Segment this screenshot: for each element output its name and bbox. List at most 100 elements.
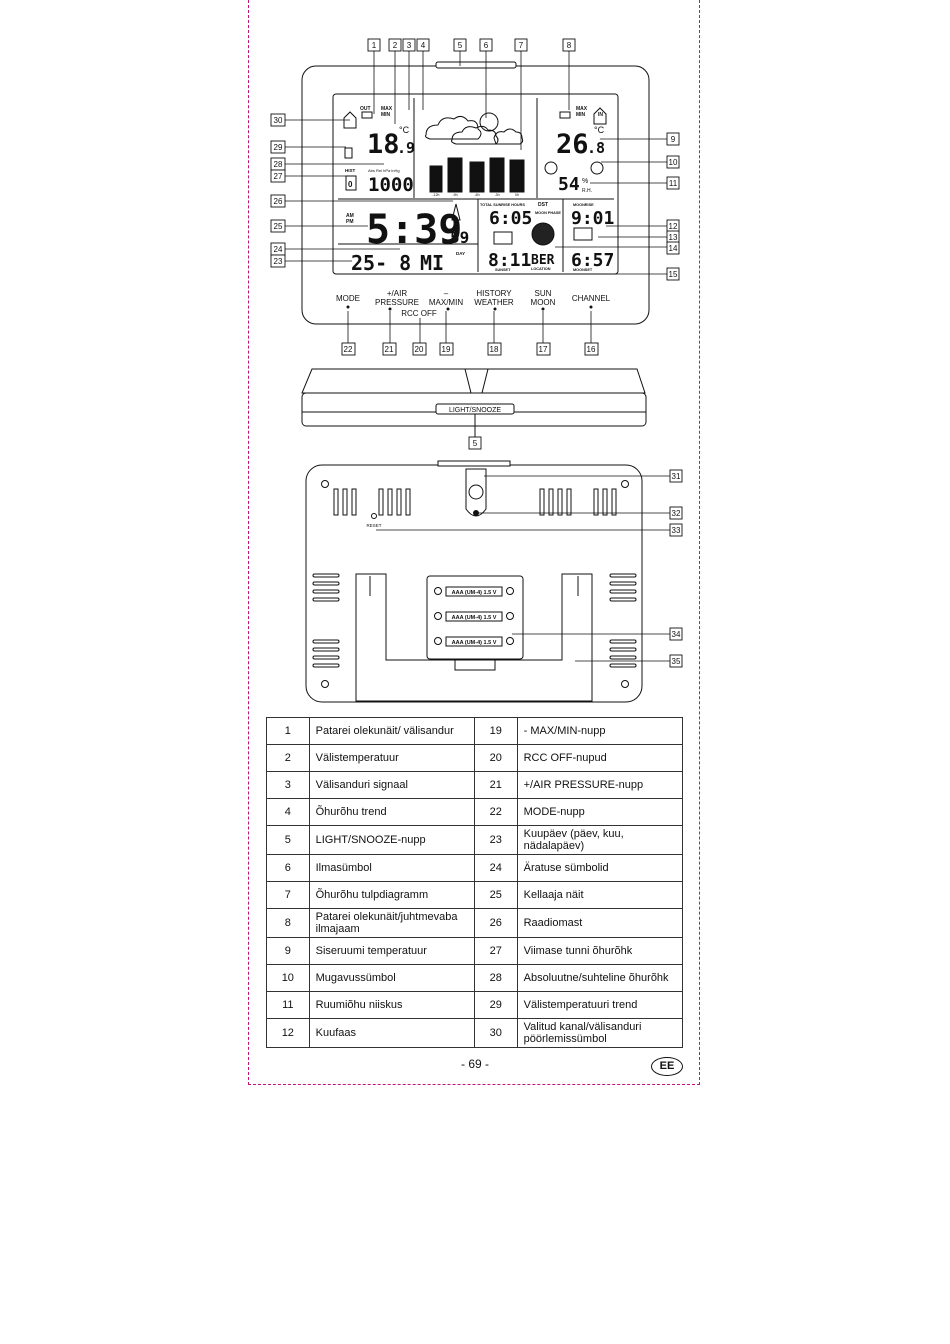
- callout: 14: [669, 244, 678, 253]
- stand: [355, 573, 593, 702]
- battery-icon-in: [559, 111, 571, 119]
- mode-button[interactable]: MODE: [336, 294, 360, 303]
- max-label: MAX: [381, 106, 393, 112]
- table-cell-description: Mugavussümbol: [308, 964, 475, 992]
- table-cell-number: 27: [473, 937, 518, 965]
- table-cell-number: 8: [266, 908, 310, 938]
- sun-icon: [479, 112, 499, 132]
- dst-label: DST: [538, 202, 548, 208]
- vent-slots-left: [333, 488, 411, 516]
- reset-button[interactable]: [371, 513, 377, 519]
- humidity-unit: %: [582, 178, 588, 185]
- wall-mount: [465, 468, 487, 517]
- callout: 21: [385, 345, 394, 354]
- battery-2: [445, 611, 503, 622]
- callout: 10: [669, 158, 678, 167]
- table-cell-description: Raadiomast: [516, 908, 684, 938]
- device-illustration: 1 2 3 4 5 6 7 8 9 10 11 12 13 14 15 30 2…: [270, 38, 683, 703]
- table-cell-number: 21: [473, 771, 518, 799]
- sunrise-icon: [493, 231, 513, 245]
- callout: 5: [473, 439, 478, 448]
- battery-label: AAA (UM-4) 1.5 V: [452, 615, 497, 621]
- callout: 11: [669, 179, 678, 188]
- house-in-icon: [593, 107, 607, 125]
- callout: 24: [274, 245, 283, 254]
- table-cell-description: Viimase tunni õhurõhk: [516, 937, 684, 965]
- indoor-temperature: 26: [556, 129, 589, 160]
- callout: 9: [671, 135, 676, 144]
- light-snooze-label: LIGHT/SNOOZE: [449, 407, 501, 414]
- bar-x-label: -12h: [432, 193, 439, 197]
- table-cell-description: Ilmasümbol: [308, 854, 475, 882]
- history-button[interactable]: HISTORY: [476, 289, 512, 298]
- callout: 3: [407, 41, 412, 50]
- channel-button[interactable]: CHANNEL: [572, 294, 611, 303]
- table-cell-number: 10: [266, 964, 310, 992]
- battery-compartment: [426, 575, 524, 660]
- outdoor-temperature-decimal: .9: [397, 139, 415, 157]
- moon-phase-label: MOON PHASE: [535, 211, 561, 215]
- table-cell-description: Välistemperatuur: [308, 744, 475, 772]
- callout: 26: [274, 197, 283, 206]
- out-label: OUT: [360, 106, 371, 112]
- table-cell-description: RCC OFF-nupud: [516, 744, 684, 772]
- min-label-in: MIN: [576, 112, 586, 118]
- pm-label: PM: [346, 219, 354, 225]
- callout: 30: [274, 116, 283, 125]
- battery-1: [445, 586, 503, 597]
- table-cell-number: 9: [266, 937, 310, 965]
- vent-slots-right: [539, 488, 617, 516]
- table-cell-number: 12: [266, 1018, 310, 1048]
- weekday: MI: [420, 251, 444, 275]
- callout: 29: [274, 143, 283, 152]
- indoor-temperature-decimal: .8: [587, 139, 605, 157]
- page-number: - 69 -: [460, 1057, 489, 1071]
- table-cell-number: 4: [266, 798, 310, 826]
- table-cell-description: Siseruumi temperatuur: [308, 937, 475, 965]
- callout: 27: [274, 172, 283, 181]
- callout: 33: [672, 526, 681, 535]
- am-label: AM: [346, 213, 354, 219]
- callout: 34: [672, 630, 681, 639]
- minus-button[interactable]: –: [444, 289, 449, 298]
- table-cell-number: 25: [473, 881, 518, 909]
- plus-air-button[interactable]: +/AIR: [387, 289, 407, 298]
- language-badge: EE: [651, 1057, 683, 1076]
- table-cell-description: +/AIR PRESSURE-nupp: [516, 771, 684, 799]
- weather-label: WEATHER: [474, 298, 514, 307]
- battery-label: AAA (UM-4) 1.5 V: [452, 590, 497, 596]
- callout: 18: [490, 345, 499, 354]
- temp-trend-icon: [344, 147, 353, 159]
- battery-icon: [361, 111, 373, 119]
- bar-x-label: -3h: [494, 193, 499, 197]
- table-cell-number: 2: [266, 744, 310, 772]
- table-cell-description: - MAX/MIN-nupp: [516, 717, 684, 745]
- min-label: MIN: [381, 112, 391, 118]
- table-cell-number: 26: [473, 908, 518, 938]
- moon-phase-icon: [531, 222, 555, 246]
- max-min-button[interactable]: MAX/MIN: [429, 298, 463, 307]
- table-cell-number: 6: [266, 854, 310, 882]
- callout: 19: [442, 345, 451, 354]
- cloud-icon: [425, 115, 482, 140]
- table-cell-number: 29: [473, 991, 518, 1019]
- table-cell-number: 20: [473, 744, 518, 772]
- air-pressure: 1000: [368, 174, 414, 196]
- callout: 15: [669, 270, 678, 279]
- pressure-label: PRESSURE: [375, 298, 419, 307]
- sun-button[interactable]: SUN: [535, 289, 552, 298]
- location-label: LOCATION: [531, 267, 551, 271]
- table-cell-description: Kellaaja näit: [516, 881, 684, 909]
- callout: 12: [669, 222, 678, 231]
- total-sunrise-hours: TOTAL SUNRISE HOURS: [480, 203, 525, 207]
- callout: 1: [372, 41, 377, 50]
- side-vents: [312, 573, 637, 668]
- table-cell-number: 11: [266, 991, 310, 1019]
- house-out-icon: [343, 111, 357, 129]
- table-cell-description: Õhurõhu tulpdiagramm: [308, 881, 475, 909]
